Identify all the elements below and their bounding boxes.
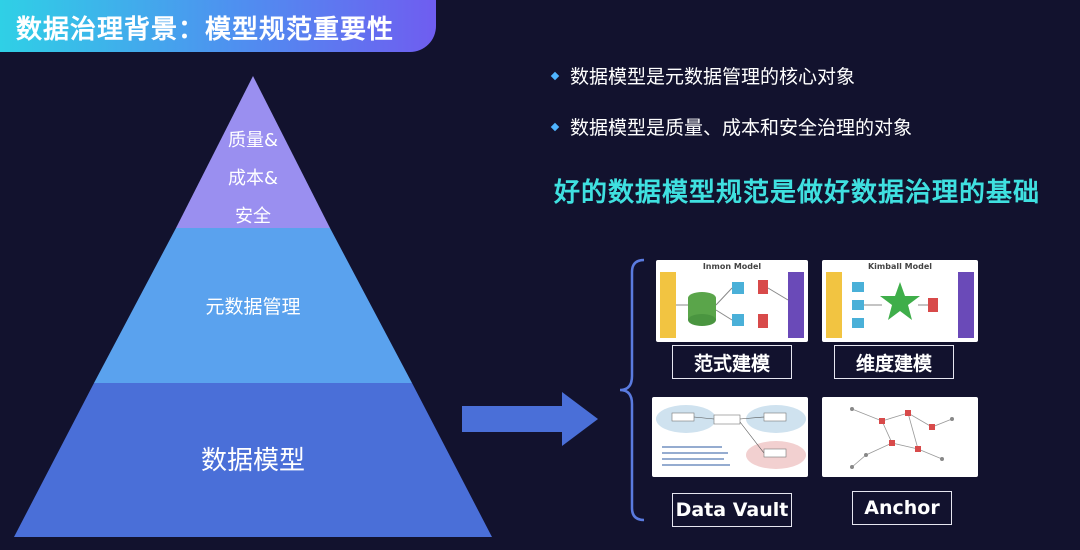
pyramid-top-line-2: 成本&: [227, 168, 279, 189]
kimball-diagram: Kimball Model: [822, 260, 978, 342]
bullet-text: 数据模型是元数据管理的核心对象: [570, 66, 856, 88]
inmon-diagram-title: Inmon Model: [702, 262, 762, 271]
right-arrow-icon: [462, 392, 598, 446]
model-label-data-vault: Data Vault: [672, 493, 792, 527]
pyramid-top-label: 质量& 成本& 安全: [203, 122, 303, 236]
bracket-icon: [619, 258, 645, 522]
diamond-bullet-icon: [550, 122, 560, 131]
pyramid-bottom-label: 数据模型: [200, 446, 305, 476]
bullet-item: 数据模型是质量、成本和安全治理的对象: [550, 113, 913, 140]
pyramid-middle-label: 元数据管理: [205, 296, 301, 318]
title-bar: 数据治理背景：模型规范重要性: [0, 0, 436, 52]
bullet-text: 数据模型是质量、成本和安全治理的对象: [570, 117, 913, 139]
kimball-diagram-title: Kimball Model: [867, 262, 933, 271]
pyramid-top-line-1: 质量&: [227, 130, 279, 151]
anchor-diagram: [822, 397, 978, 477]
model-label-dimensional: 维度建模: [834, 345, 954, 379]
page-title: 数据治理背景：模型规范重要性: [16, 15, 395, 45]
model-label-anchor: Anchor: [852, 491, 952, 525]
pyramid-middle-tier: [94, 228, 412, 383]
pyramid-top-tier: [176, 76, 330, 228]
data-vault-diagram: [652, 397, 808, 477]
diamond-bullet-icon: [550, 71, 560, 80]
pyramid-top-line-3: 安全: [235, 206, 271, 227]
pyramid-bottom-tier: [14, 383, 492, 537]
inmon-diagram: Inmon Model: [656, 260, 808, 342]
pyramid: [14, 76, 492, 537]
headline: 好的数据模型规范是做好数据治理的基础: [554, 178, 1041, 208]
model-label-normalized: 范式建模: [672, 345, 792, 379]
bullet-item: 数据模型是元数据管理的核心对象: [550, 62, 856, 89]
